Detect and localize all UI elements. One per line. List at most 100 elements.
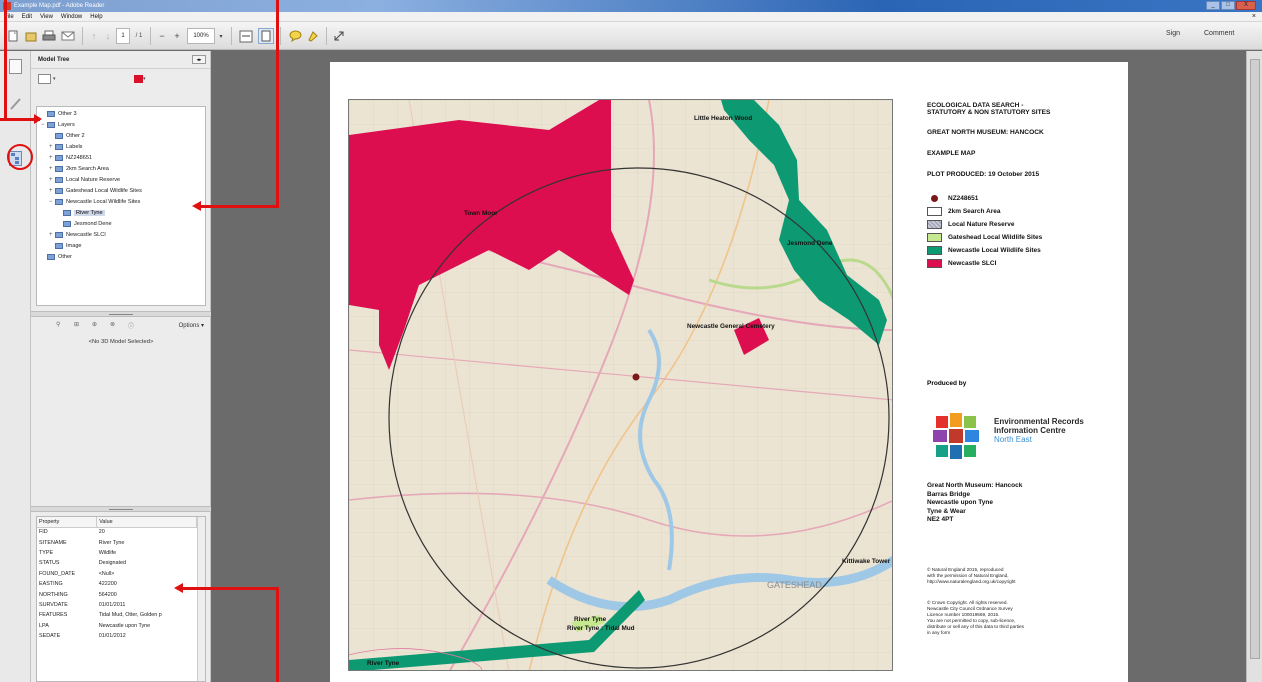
panel-splitter[interactable]: [31, 311, 211, 317]
copyright-line: http://www.naturalengland.org.uk/copyrig…: [927, 579, 1016, 584]
camera-icon[interactable]: [134, 75, 143, 83]
fit-width-icon[interactable]: [238, 28, 254, 44]
zoom-dropdown-icon[interactable]: ▾: [219, 33, 223, 40]
tree-item[interactable]: Jesmond Dene: [37, 219, 205, 230]
layer-icon: [47, 253, 55, 260]
legend-label: Newcastle Local Wildlife Sites: [948, 247, 1041, 254]
open-file-icon[interactable]: [24, 28, 38, 44]
tree-item[interactable]: Other: [37, 252, 205, 263]
tree-toggle-icon[interactable]: −: [41, 122, 45, 128]
maximize-button[interactable]: □: [1221, 1, 1235, 10]
view-tool-icon[interactable]: ⊗: [110, 322, 116, 328]
comment-note-icon[interactable]: [287, 28, 303, 44]
adobe-reader-icon: [3, 2, 11, 10]
print-icon[interactable]: [41, 28, 57, 44]
tree-item[interactable]: Other 3: [37, 109, 205, 120]
close-button[interactable]: X: [1236, 1, 1256, 10]
produced-by: Produced by: [927, 380, 967, 387]
tree-item-label: Other 3: [58, 111, 77, 117]
toolbar: ↑ ↓ 1 / 1 − + 100% ▾ Sign Comment: [0, 22, 1262, 50]
tree-item[interactable]: +Gateshead Local Wildlife Sites: [37, 186, 205, 197]
signature-icon[interactable]: [9, 96, 22, 111]
tree-item[interactable]: +Newcastle SLCI: [37, 230, 205, 241]
email-icon[interactable]: [60, 28, 76, 44]
erc-line-2: Information Centre: [994, 426, 1066, 435]
tree-item[interactable]: Image: [37, 241, 205, 252]
no-3d-model-text: <No 3D Model Selected>: [88, 339, 154, 345]
property-name: SURVDATE: [39, 601, 68, 608]
table-row[interactable]: SEDATE 01/01/2012: [37, 631, 197, 641]
annotation-arrow: [200, 205, 279, 208]
camera-dropdown-icon[interactable]: ▾: [143, 76, 146, 82]
comment-button[interactable]: Comment: [1204, 30, 1235, 37]
zoom-out-icon[interactable]: −: [159, 31, 165, 41]
close-document-icon[interactable]: ×: [1251, 13, 1256, 20]
tree-toggle-icon[interactable]: +: [49, 177, 53, 183]
tree-item[interactable]: −Layers: [37, 120, 205, 131]
minimize-button[interactable]: _: [1206, 1, 1220, 10]
property-name: NORTHING: [39, 591, 68, 598]
tree-toggle-icon[interactable]: +: [49, 144, 53, 150]
menu-window[interactable]: Window: [60, 14, 83, 20]
scrollbar-thumb[interactable]: [1250, 59, 1260, 659]
property-value: 422200: [98, 581, 117, 588]
tree-item-label: 2km Search Area: [66, 166, 109, 172]
document-scrollbar[interactable]: [1246, 51, 1262, 682]
options-menu[interactable]: Options ▾: [178, 323, 204, 329]
tree-item[interactable]: +Local Nature Reserve: [37, 175, 205, 186]
view-options-icon[interactable]: [38, 74, 51, 84]
layer-icon: [47, 121, 55, 128]
menu-file[interactable]: File: [4, 14, 14, 20]
address-line: Barras Bridge: [927, 490, 970, 498]
previous-page-icon[interactable]: ↑: [91, 31, 97, 41]
legend-item: Gateshead Local Wildlife Sites: [927, 231, 1122, 244]
highlight-icon[interactable]: [305, 28, 321, 44]
view-tool-icon[interactable]: ⊕: [92, 322, 98, 328]
view-tool-icon[interactable]: ⚲: [56, 322, 61, 328]
fit-page-icon[interactable]: [258, 28, 274, 44]
next-page-icon[interactable]: ↓: [105, 31, 111, 41]
panel-splitter[interactable]: [31, 506, 211, 512]
panel-options-button[interactable]: ◂▸: [192, 55, 206, 64]
sign-button[interactable]: Sign: [1166, 30, 1181, 37]
tree-item[interactable]: +NZ248651: [37, 153, 205, 164]
map-label: Jesmond Dene: [787, 240, 833, 247]
page-number-input[interactable]: 1: [116, 28, 130, 44]
tree-toggle-icon[interactable]: +: [49, 166, 53, 172]
tree-toggle-icon[interactable]: +: [49, 188, 53, 194]
dropdown-arrow-icon[interactable]: ▾: [53, 76, 56, 82]
tree-toggle-icon[interactable]: −: [49, 199, 53, 205]
property-value: 01/01/2012: [98, 633, 126, 640]
table-row[interactable]: FOUND_DATE<Null>: [37, 569, 197, 579]
menu-edit[interactable]: Edit: [21, 14, 33, 20]
menu-help[interactable]: Help: [90, 14, 103, 20]
tree-item[interactable]: −Newcastle Local Wildlife Sites: [37, 197, 205, 208]
tree-item[interactable]: +Labels: [37, 142, 205, 153]
tree-toggle-icon[interactable]: +: [49, 155, 53, 161]
page-thumbnails-icon[interactable]: [9, 59, 22, 74]
tree-item[interactable]: River Tyne: [37, 208, 205, 219]
view-tool-icon[interactable]: ⊞: [74, 322, 80, 328]
view-tool-icon[interactable]: ⓘ: [128, 324, 135, 330]
legend-label: 2km Search Area: [948, 208, 1001, 215]
create-pdf-icon[interactable]: [6, 28, 20, 44]
tree-item[interactable]: +2km Search Area: [37, 164, 205, 175]
menu-view[interactable]: View: [40, 14, 53, 20]
map-heading-2: STATUTORY & NON STATUTORY SITES: [927, 109, 1051, 116]
tree-toggle-icon[interactable]: +: [49, 232, 53, 238]
zoom-in-icon[interactable]: +: [174, 31, 180, 41]
zoom-level-input[interactable]: 100%: [187, 28, 215, 44]
property-name: SEDATE: [39, 633, 61, 640]
tree-item[interactable]: Other 2: [37, 131, 205, 142]
properties-scrollbar[interactable]: [197, 517, 205, 681]
expand-icon[interactable]: [332, 28, 346, 44]
